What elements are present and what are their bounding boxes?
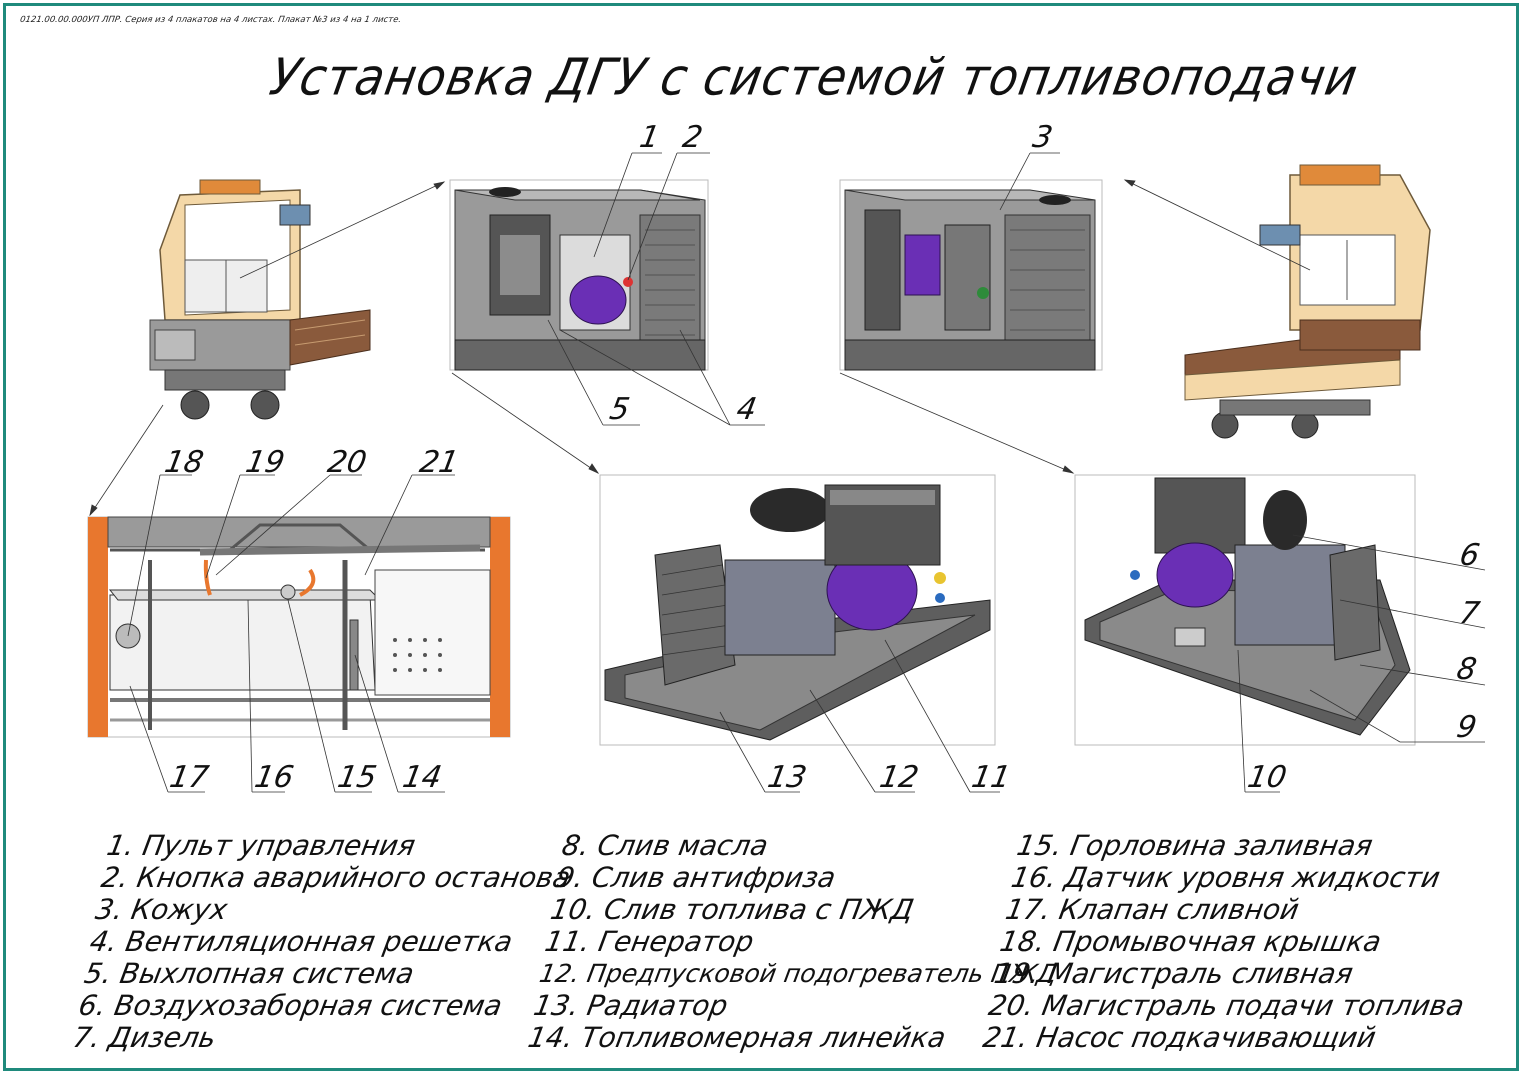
legend-item: 16. Датчик уровня жидкости [1008, 861, 1443, 894]
legend-item: 15. Горловина заливная [1014, 829, 1376, 862]
callout-11: 11 [968, 760, 1014, 795]
vehicle-left-illustration [149, 179, 371, 420]
callout-12: 12 [876, 760, 922, 795]
legend-item: 7. Дизель [70, 1021, 219, 1054]
legend-item: 13. Радиатор [531, 989, 731, 1022]
callout-19: 19 [242, 445, 288, 480]
callout-10: 10 [1244, 760, 1290, 795]
legend-item: 5. Выхлопная система [81, 957, 417, 990]
legend-item: 17. Клапан сливной [1003, 893, 1302, 926]
legend-item: 3. Кожух [93, 893, 230, 926]
callout-14: 14 [399, 760, 445, 795]
callout-20: 20 [324, 445, 370, 480]
callout-21: 21 [416, 445, 462, 480]
legend-item: 6. Воздухозаборная система [76, 989, 505, 1022]
legend-item: 8. Слив масла [559, 829, 771, 862]
poster-frame [3, 3, 1519, 1071]
callout-17: 17 [166, 760, 212, 795]
callout-13: 13 [764, 760, 810, 795]
legend-item: 20. Магистраль подачи топлива [986, 989, 1467, 1022]
legend-item: 19. Магистраль сливная [991, 957, 1356, 990]
legend-item: 1. Пульт управления [104, 829, 418, 862]
legend-column-1: 1. Пульт управления 2. Кнопка аварийного… [70, 829, 579, 1054]
legend-column-3: 15. Горловина заливная 16. Датчик уровня… [980, 829, 1495, 1054]
fuel-tank-detail [87, 516, 511, 738]
enclosure-rear-view [839, 179, 1103, 371]
legend-item: 9. Слив антифриза [553, 861, 839, 894]
legend-item: 12. Предпусковой подогреватель ПЖД [537, 959, 1060, 988]
legend-item: 11. Генератор [542, 925, 757, 958]
callout-16: 16 [251, 760, 297, 795]
legend-item: 10. Слив топлива с ПЖД [548, 893, 917, 926]
leader-lines [89, 152, 1486, 793]
legend-item: 2. Кнопка аварийного останова [98, 861, 574, 894]
callout-18: 18 [161, 445, 207, 480]
legend-item: 21. Насос подкачивающий [980, 1021, 1379, 1054]
callout-15: 15 [334, 760, 380, 795]
vehicle-right-illustration [1184, 164, 1431, 439]
legend-item: 18. Промывочная крышка [997, 925, 1384, 958]
genset-view-right [1074, 474, 1416, 746]
legend-item: 14. Топливомерная линейка [525, 1021, 949, 1054]
enclosure-front-view [449, 179, 709, 371]
legend-item: 4. Вентиляционная решетка [87, 925, 515, 958]
genset-view-center [599, 474, 996, 746]
